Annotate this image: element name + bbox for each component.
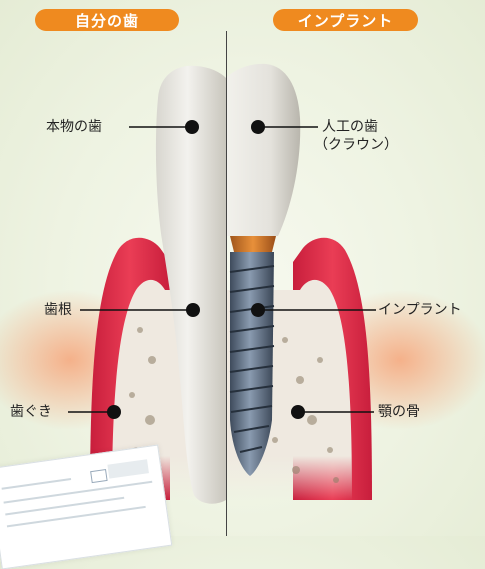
dot-gum — [107, 405, 121, 419]
implant-screw-body — [230, 252, 274, 476]
label-gum: 歯ぐき — [10, 403, 52, 421]
label-natural-tooth: 本物の歯 — [46, 118, 102, 136]
label-artificial-tooth-crown: （クラウン） — [314, 136, 398, 154]
label-implant: インプラント — [378, 301, 462, 319]
document-header-block — [107, 459, 149, 478]
label-jaw-bone: 顎の骨 — [378, 403, 420, 421]
dot-artificial-tooth — [251, 120, 265, 134]
center-divider — [226, 31, 227, 536]
dot-implant — [251, 303, 265, 317]
label-artificial-tooth: 人工の歯 — [322, 118, 378, 136]
document-logo-icon — [90, 469, 108, 483]
dot-natural-tooth — [185, 120, 199, 134]
dot-tooth-root — [186, 303, 200, 317]
document-thumbnail — [0, 445, 172, 569]
label-tooth-root: 歯根 — [44, 301, 72, 319]
dot-jaw-bone — [291, 405, 305, 419]
implant-collar — [230, 236, 276, 252]
implant-crown-shape — [226, 64, 300, 236]
